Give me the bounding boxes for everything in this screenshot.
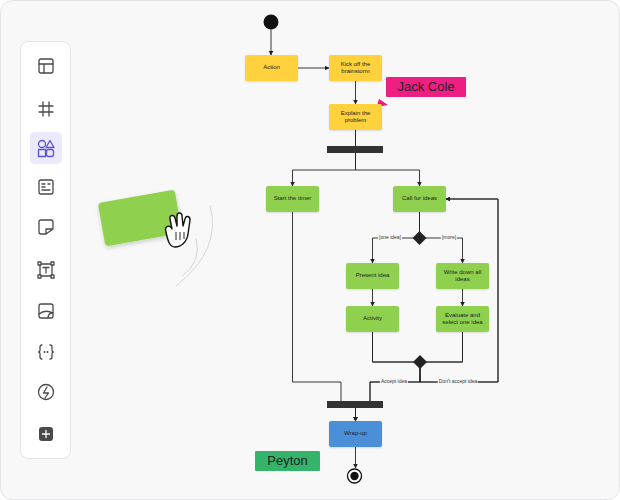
- card-icon: [39, 180, 53, 194]
- flow-connector: [355, 81, 356, 104]
- hand-cursor-detail: [176, 232, 184, 240]
- plugin-icon: [44, 387, 49, 398]
- node-text: Action: [263, 64, 280, 71]
- code-icon-dots: [45, 351, 48, 353]
- node-text: Peyton: [267, 453, 307, 469]
- decision-diamond: [413, 231, 427, 245]
- node-text: Wrap-up: [344, 430, 367, 437]
- user-badge: Peyton: [255, 451, 320, 471]
- shapes-icon-circle: [39, 141, 46, 148]
- flow-connector: [373, 199, 499, 382]
- node-text: Write down all ideas: [442, 269, 483, 283]
- join-bar: [327, 401, 383, 408]
- activity-box: Call for ideas: [393, 186, 446, 212]
- node-text: Jack Cole: [397, 79, 454, 95]
- more-icon: [39, 427, 53, 441]
- node-text: Kick off the brainstorm: [334, 61, 377, 75]
- node-text: Start the timer: [274, 195, 312, 202]
- flow-connector: [420, 199, 498, 382]
- flow-connector: [356, 130, 420, 186]
- guard-label: [one idea]: [378, 235, 402, 241]
- fork-bar: [327, 146, 383, 153]
- text-icon: [40, 264, 52, 276]
- text-icon: [43, 268, 49, 274]
- guard-label: Accept idea: [380, 379, 408, 385]
- text-icon-handle: [38, 275, 41, 278]
- image-icon: [39, 311, 53, 318]
- node-text: Call for ideas: [402, 195, 437, 202]
- end-node-ring: [348, 469, 362, 483]
- code-icon: [39, 345, 54, 359]
- merge-diamond: [413, 355, 427, 369]
- activity-box: Evaluate and select one idea: [436, 306, 489, 332]
- node-text: Evaluate and select one idea: [440, 312, 485, 326]
- start-connector: [271, 30, 272, 56]
- shapes-icon: [39, 141, 55, 157]
- activity-box: Activity: [346, 306, 399, 332]
- more-icon-plus: [43, 431, 50, 438]
- guard-label: [more]: [441, 235, 457, 241]
- toolbar-icons: [30, 59, 62, 441]
- shapes-icon-square: [39, 150, 46, 157]
- sticky-note-icon: [39, 220, 53, 234]
- text-icon-handle: [51, 262, 54, 265]
- text-icon-handle: [38, 262, 41, 265]
- plugin-icon: [39, 385, 54, 400]
- action-box: Explain the problem: [329, 104, 382, 130]
- start-node: [264, 15, 279, 30]
- node-text: Activity: [363, 315, 382, 322]
- node-text: Explain the problem: [334, 110, 377, 124]
- motion-trail: [182, 238, 197, 276]
- toolbar-panel: [21, 42, 71, 459]
- flow-connector: [293, 130, 356, 186]
- node-text: Present idea: [356, 272, 390, 279]
- layout-icon: [39, 64, 53, 73]
- guard-label: Don't accept idea: [438, 379, 478, 385]
- flow-connector: [462, 289, 463, 306]
- user-badge: Jack Cole: [386, 77, 466, 97]
- action-box: Action: [245, 55, 298, 81]
- shapes-icon-rounded: [47, 150, 54, 157]
- hand-cursor: [166, 213, 190, 247]
- activity-box: Present idea: [346, 263, 399, 289]
- layout-icon: [39, 59, 53, 73]
- end-connector: [355, 447, 356, 468]
- image-icon: [39, 304, 53, 318]
- action-box: Kick off the brainstorm: [329, 55, 382, 81]
- activity-box: Start the timer: [266, 186, 319, 212]
- flow-connector: [373, 212, 420, 263]
- flow-connector: [372, 289, 373, 306]
- active-tool-highlight: [30, 132, 62, 164]
- text-icon-handle: [51, 275, 54, 278]
- end-node-dot: [350, 472, 358, 480]
- final-box: Wrap-up: [329, 421, 382, 447]
- shapes-icon-triangle: [46, 141, 54, 148]
- flow-connector: [298, 68, 329, 69]
- card-icon: [42, 184, 50, 190]
- frame-icon: [39, 102, 53, 116]
- activity-box: Write down all ideas: [436, 263, 489, 289]
